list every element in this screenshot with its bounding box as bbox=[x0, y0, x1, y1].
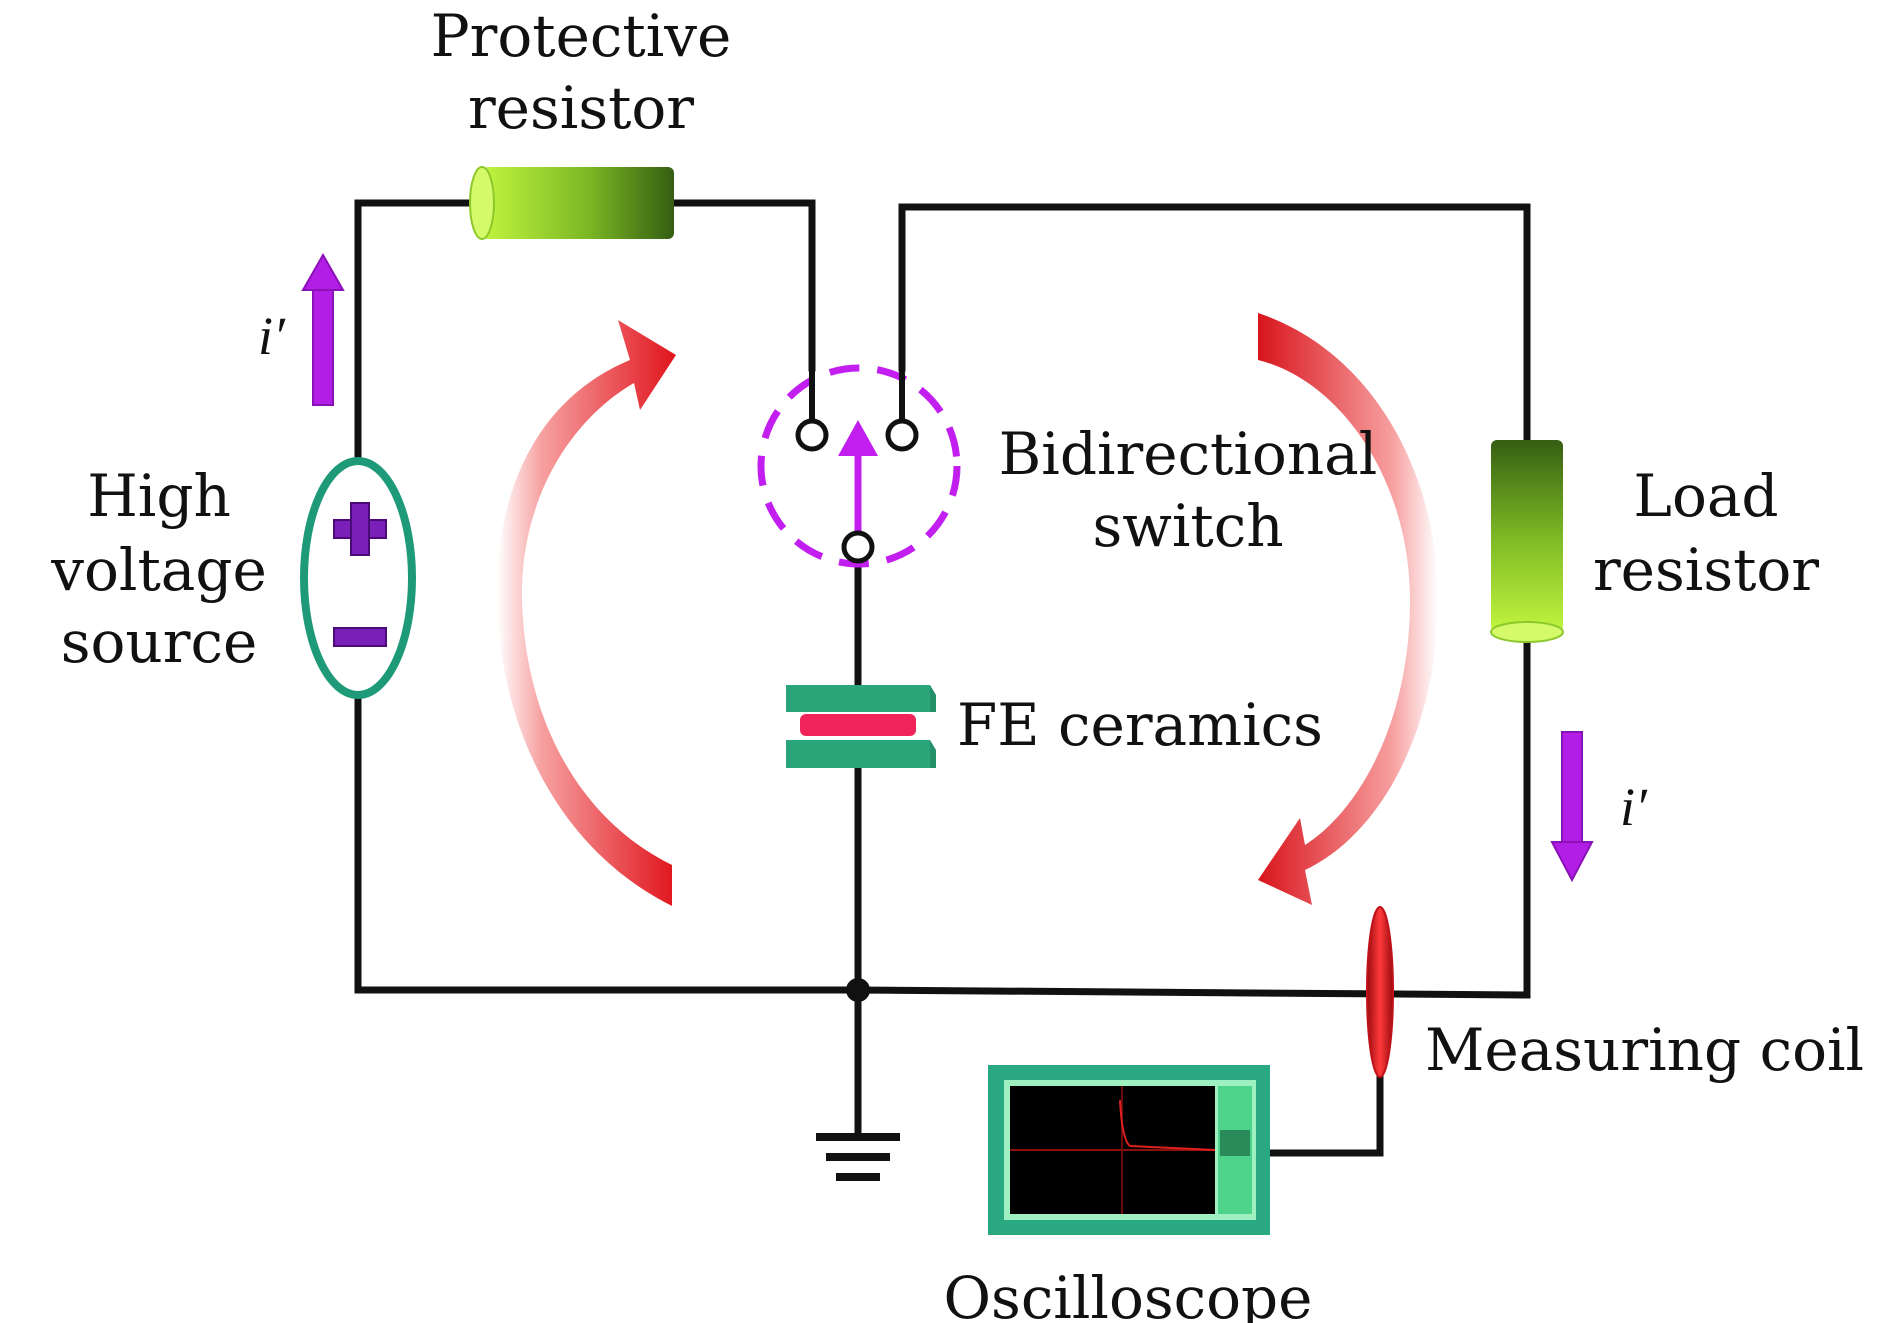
protective-resistor-icon bbox=[469, 166, 674, 240]
minus-icon bbox=[333, 627, 387, 647]
measuring-coil-label: Measuring coil bbox=[1425, 1016, 1864, 1084]
load-resistor-label-line2: resistor bbox=[1593, 536, 1819, 604]
wire-left-top bbox=[354, 199, 482, 459]
bidirectional-switch-label-line2: switch bbox=[1092, 492, 1283, 560]
flow-arrow-right-icon bbox=[1258, 313, 1438, 905]
protective-resistor-label-line2: resistor bbox=[468, 74, 694, 142]
high-voltage-source-label-line1: High bbox=[87, 462, 231, 530]
load-resistor-icon bbox=[1490, 440, 1564, 643]
oscilloscope-label: Oscilloscope bbox=[944, 1264, 1313, 1323]
flow-arrow-left-icon bbox=[496, 320, 676, 906]
oscilloscope-icon bbox=[988, 1065, 1270, 1235]
wire-protective-to-switch bbox=[664, 199, 816, 372]
protective-resistor-label-line1: Protective bbox=[431, 2, 732, 70]
bidirectional-switch-icon bbox=[757, 364, 961, 568]
ground-icon bbox=[816, 1133, 900, 1181]
high-voltage-source-label-line3: source bbox=[61, 608, 258, 676]
fe-ceramics-icon bbox=[786, 685, 936, 768]
high-voltage-source-icon bbox=[300, 457, 416, 699]
wire-load-to-bottom bbox=[854, 628, 1531, 999]
current-label-right: i′ bbox=[1620, 777, 1648, 837]
wire-coil-to-oscilloscope bbox=[1264, 1071, 1384, 1157]
plus-icon bbox=[333, 502, 387, 556]
wires bbox=[354, 199, 1531, 1157]
wire-switch-to-load bbox=[898, 203, 1531, 446]
wire-left-bottom bbox=[354, 696, 862, 994]
high-voltage-source-label-line2: voltage bbox=[50, 536, 267, 604]
current-label-left: i′ bbox=[258, 306, 286, 366]
fe-ceramics-label: FE ceramics bbox=[957, 691, 1323, 759]
bidirectional-switch-label-line1: Bidirectional bbox=[999, 420, 1378, 488]
load-resistor-label-line1: Load bbox=[1633, 462, 1778, 530]
current-arrow-down-icon bbox=[1550, 731, 1594, 883]
current-arrow-up-icon bbox=[301, 252, 345, 406]
junction-dot bbox=[846, 978, 870, 1002]
measuring-coil-icon bbox=[1366, 906, 1394, 1078]
